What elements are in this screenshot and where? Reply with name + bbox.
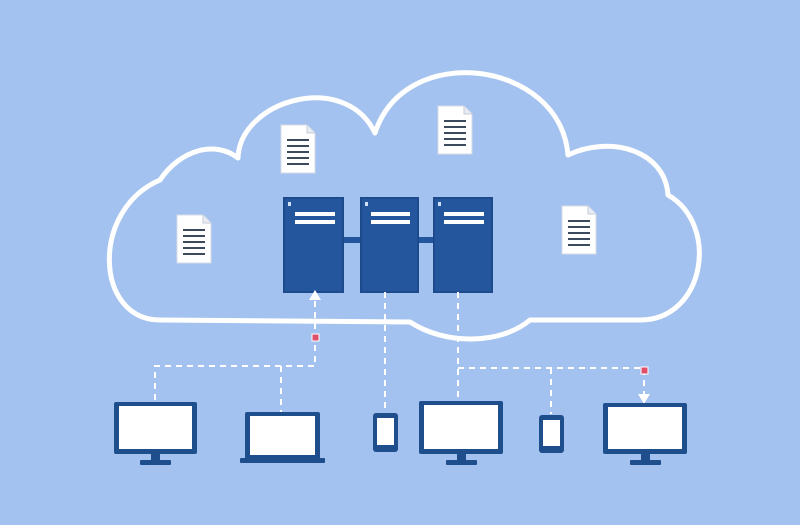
document-icon <box>280 124 316 174</box>
monitor-icon <box>419 401 503 465</box>
server-icon <box>433 197 493 293</box>
connection-line <box>458 367 645 395</box>
server-icon <box>360 197 419 293</box>
monitor-icon <box>603 403 687 465</box>
server-connector <box>418 237 434 243</box>
server-connector <box>343 237 361 243</box>
connection-line <box>154 298 316 400</box>
arrow-up-icon <box>309 290 321 300</box>
phone-icon <box>373 413 398 452</box>
phone-icon <box>539 415 564 453</box>
document-icon <box>561 205 597 255</box>
laptop-icon <box>240 412 325 463</box>
data-packet-icon <box>311 333 320 342</box>
monitor-icon <box>114 402 197 465</box>
document-icon <box>176 214 212 264</box>
cloud-outline <box>106 70 702 342</box>
data-packet-icon <box>640 366 649 375</box>
arrow-down-icon <box>638 394 650 404</box>
document-icon <box>437 105 473 155</box>
server-icon <box>283 197 344 293</box>
